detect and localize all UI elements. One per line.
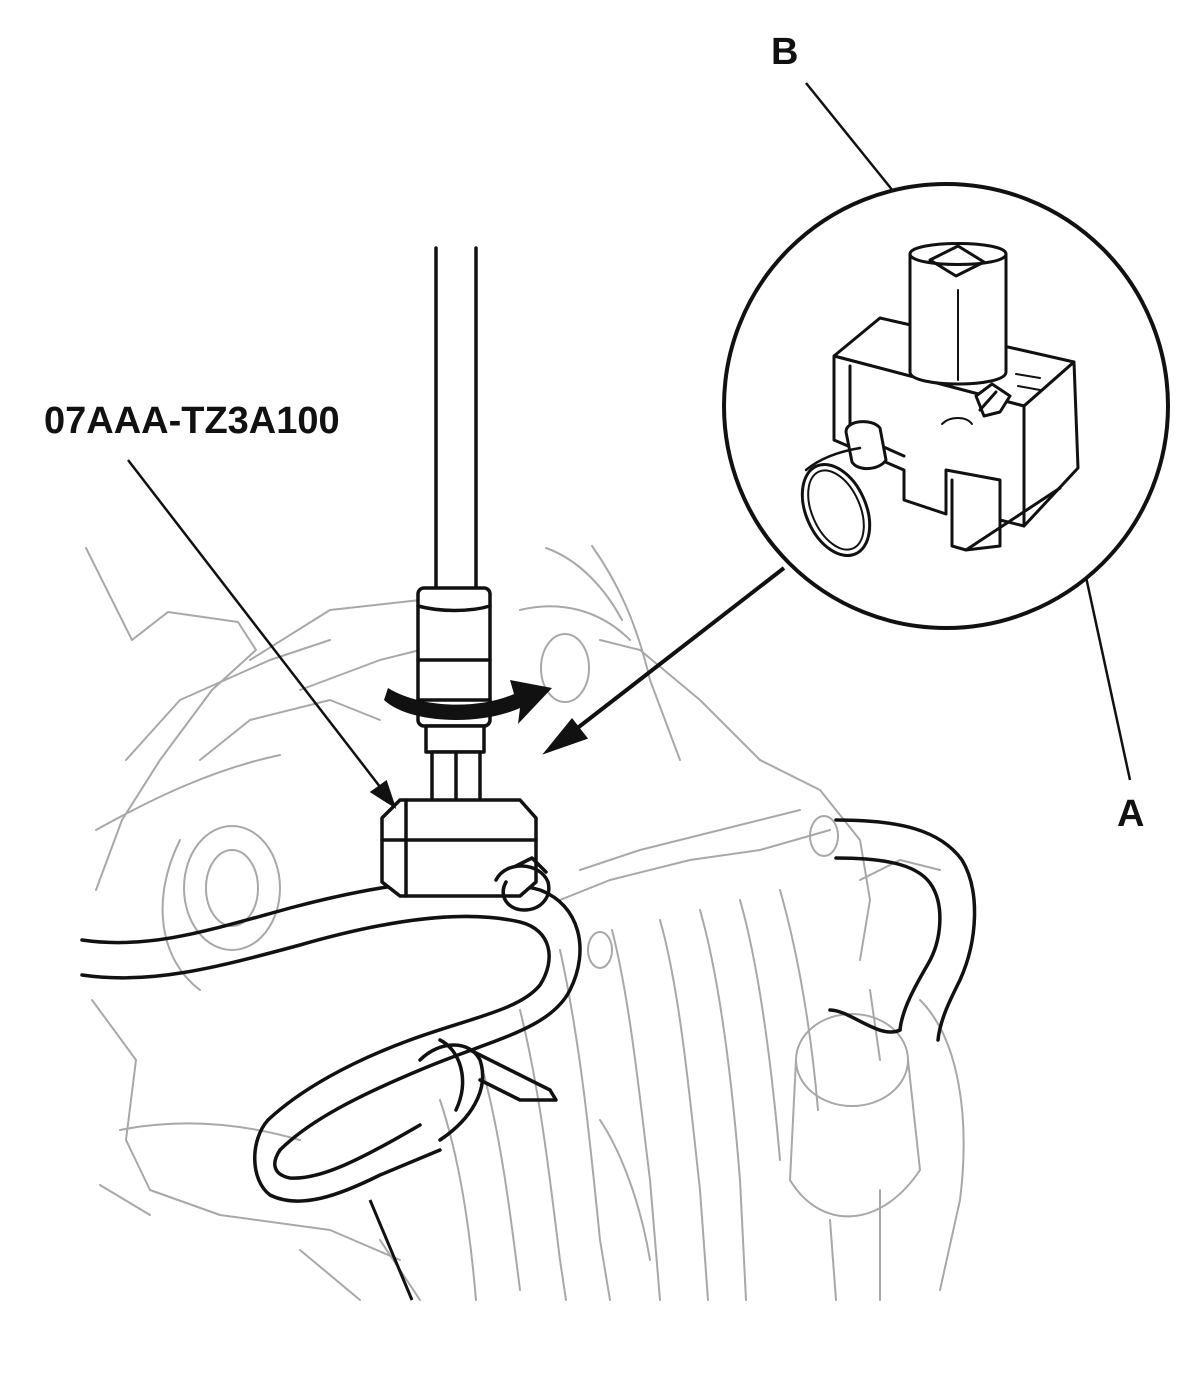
frame-edge [368,1199,414,1301]
detail-view [722,182,1170,630]
special-tool [380,246,551,912]
detail-adapter-block [800,242,1080,558]
transmission-housing [85,545,965,1301]
callout-a-label: A [1117,793,1145,835]
tool-number-label: 07AAA-TZ3A100 [44,400,340,442]
coolant-hose [80,878,582,1203]
callout-b-label: B [771,31,799,73]
rotation-arrow-icon [384,680,552,724]
heater-hose [828,818,977,1042]
